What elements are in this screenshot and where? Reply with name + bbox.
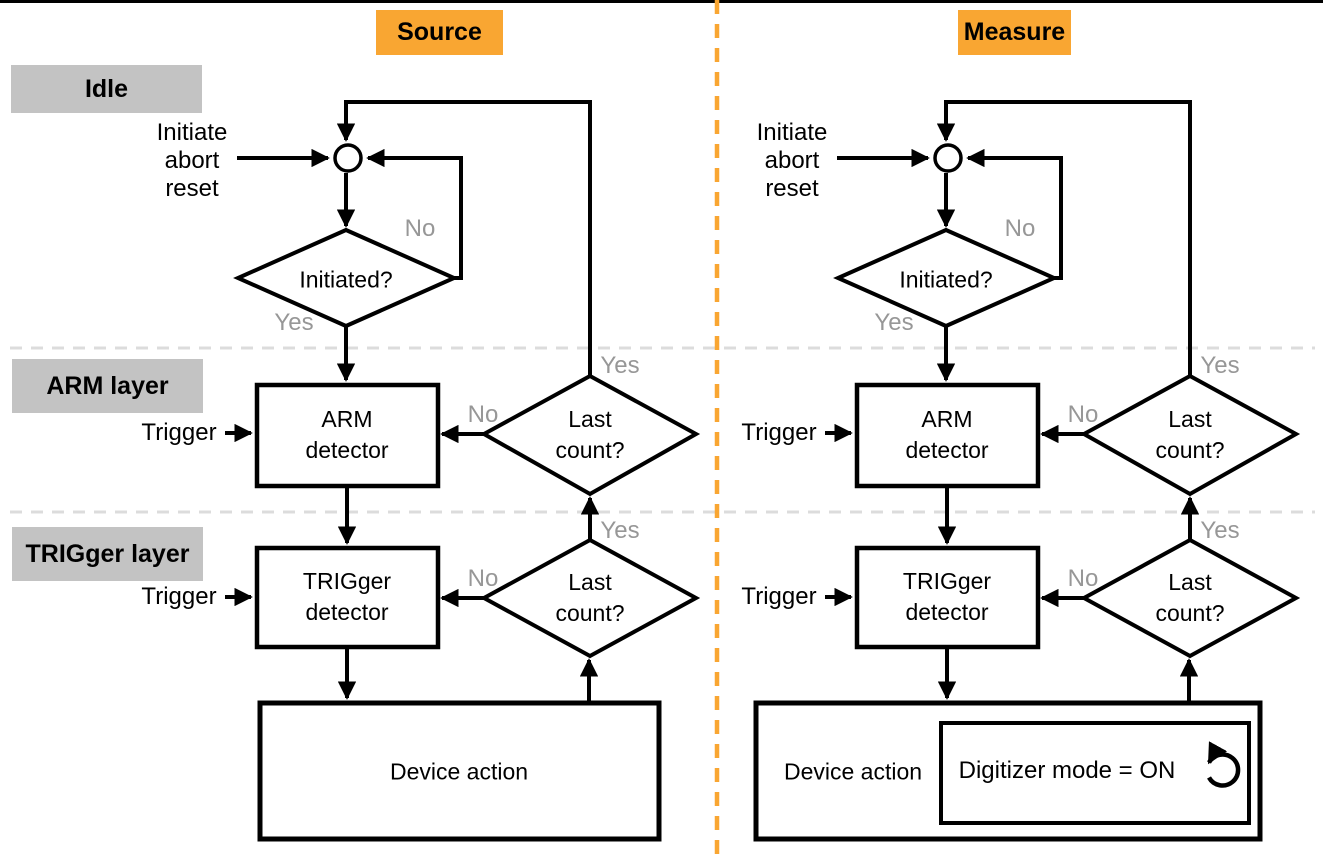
digitizer-mode-label: Digitizer mode = ON <box>958 757 1176 785</box>
measure-arm-no-label: No <box>1067 401 1099 429</box>
measure-device-action-label: Device action <box>783 758 923 785</box>
trigger-layer-badge: TRIGger layer <box>12 527 203 581</box>
measure-trig-lastcount-label: Last count? <box>1155 569 1225 626</box>
measure-arm-detector-label: ARM detector <box>905 406 989 463</box>
source-trig-no-label: No <box>467 565 499 593</box>
source-device-action-label: Device action <box>389 758 529 785</box>
arm-layer-badge: ARM layer <box>12 359 203 413</box>
measure-initiated-label: Initiated? <box>899 266 993 293</box>
measure-trig-detector-label: TRIGger detector <box>902 568 992 625</box>
source-initiated-no-label: No <box>404 215 436 243</box>
source-initiated-label: Initiated? <box>299 266 393 293</box>
measure-header-badge: Measure <box>958 10 1071 55</box>
source-trig-detector-label: TRIGger detector <box>302 568 392 625</box>
source-arm-detector-label: ARM detector <box>305 406 389 463</box>
measure-trig-trigger-label: Trigger <box>741 583 817 611</box>
measure-arm-yes-label: Yes <box>1200 352 1240 380</box>
source-trig-lastcount-label: Last count? <box>555 569 625 626</box>
measure-flow <box>825 102 1296 703</box>
repeat-loop-icon <box>1207 741 1241 788</box>
measure-initiate-inputs-label: Initiate abort reset <box>756 119 828 202</box>
source-arm-trigger-label: Trigger <box>141 419 217 447</box>
measure-trig-yes-label: Yes <box>1200 517 1240 545</box>
source-flow <box>225 102 696 703</box>
source-arm-yes-label: Yes <box>600 352 640 380</box>
measure-arm-trigger-label: Trigger <box>741 419 817 447</box>
measure-initiated-yes-label: Yes <box>874 309 914 337</box>
source-initiated-yes-label: Yes <box>274 309 314 337</box>
source-trig-yes-label: Yes <box>600 517 640 545</box>
source-header-badge: Source <box>376 10 503 55</box>
source-trig-trigger-label: Trigger <box>141 583 217 611</box>
source-arm-lastcount-label: Last count? <box>555 406 625 463</box>
source-arm-no-label: No <box>467 401 499 429</box>
idle-layer-badge: Idle <box>11 65 202 113</box>
digitizer-mode-box <box>939 721 1251 825</box>
measure-initiated-no-label: No <box>1004 215 1036 243</box>
source-initiate-inputs-label: Initiate abort reset <box>156 119 228 202</box>
source-device-action-box <box>257 700 662 842</box>
measure-arm-lastcount-label: Last count? <box>1155 406 1225 463</box>
measure-trig-no-label: No <box>1067 565 1099 593</box>
